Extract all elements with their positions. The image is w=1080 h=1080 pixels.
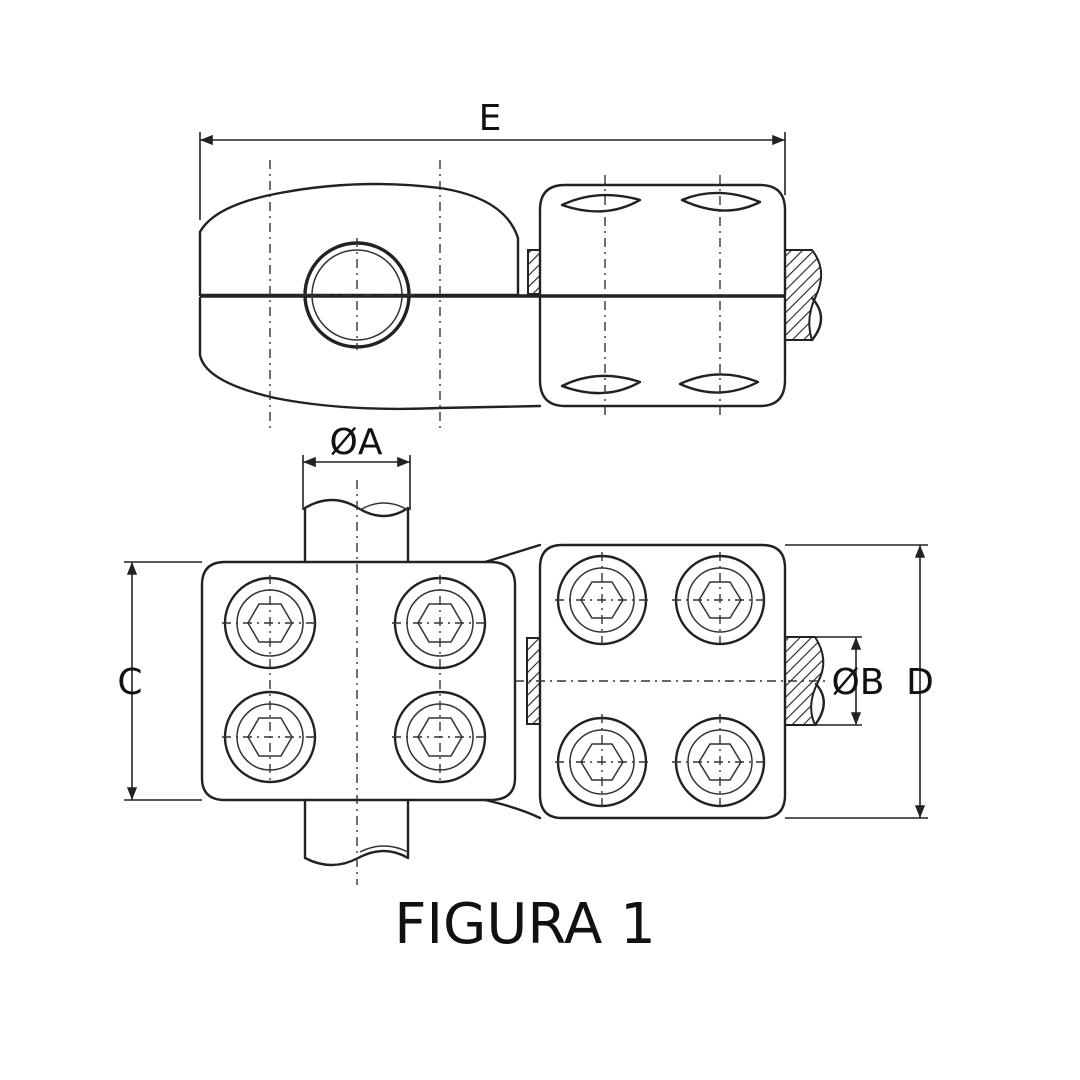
dimension-b: ØB — [815, 636, 885, 726]
bottom-terminal-body — [538, 543, 787, 820]
top-clamp-upper-half — [198, 182, 520, 297]
bottom-stub-conductor — [784, 636, 825, 726]
figure-caption: FIGURA 1 — [394, 892, 656, 957]
conductor-top-stub — [303, 498, 410, 564]
top-stub-conductor — [784, 249, 823, 341]
bottom-center-lines — [222, 480, 830, 885]
top-terminal-lower-half — [538, 296, 787, 408]
conductor-bottom-stub — [303, 798, 410, 867]
dimension-b-label: ØB — [831, 662, 884, 703]
dimension-e: E — [199, 98, 786, 220]
top-view: E — [198, 98, 823, 428]
dimension-d-label: D — [906, 662, 934, 703]
dimension-e-label: E — [479, 98, 502, 139]
dimension-a: ØA — [302, 422, 411, 510]
bottom-neck — [483, 543, 542, 820]
bottom-view: ØA — [117, 422, 934, 885]
top-spacer — [527, 249, 541, 295]
dimension-c-label: C — [117, 662, 142, 703]
dimension-d: D — [785, 544, 934, 819]
top-clamp-lower-half — [198, 296, 542, 411]
top-terminal-upper-half — [538, 183, 787, 297]
top-bolt-slots — [560, 191, 762, 395]
dimension-a-label: ØA — [330, 422, 383, 463]
top-center-lines — [269, 160, 721, 428]
dimension-c: C — [117, 561, 202, 801]
